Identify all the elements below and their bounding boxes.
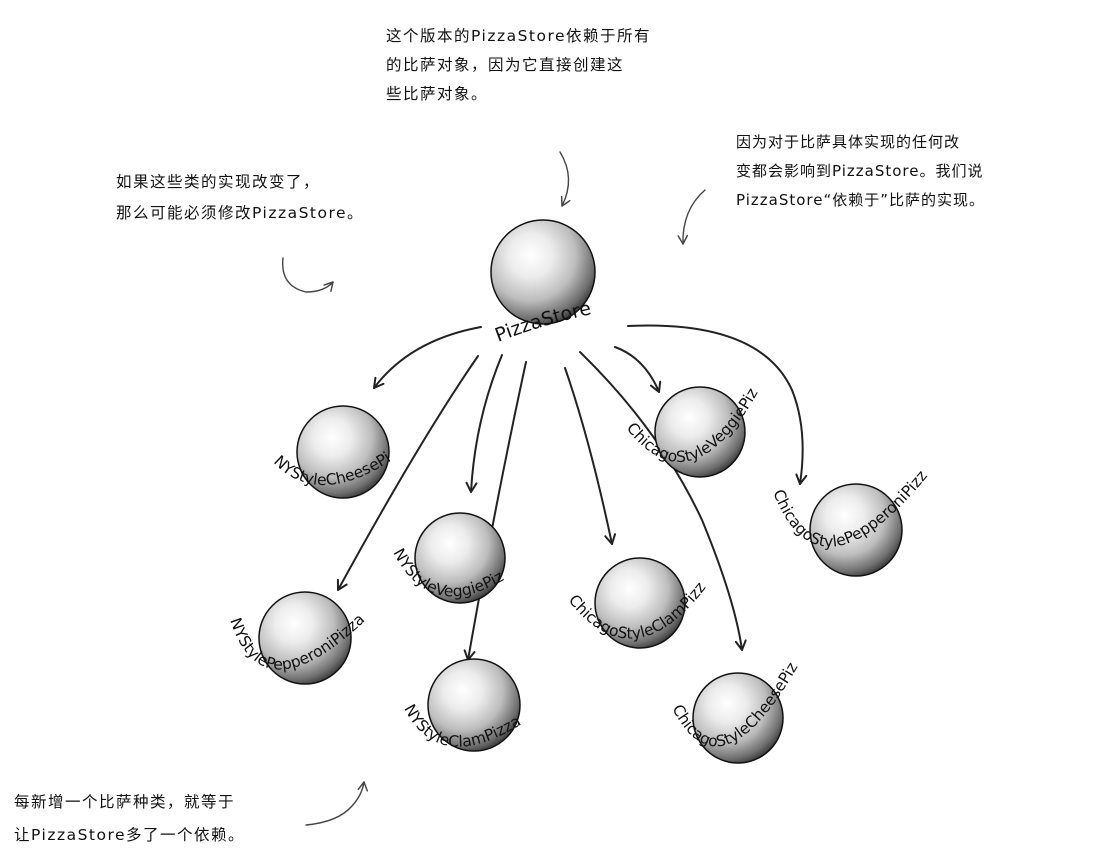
- note-line: 的比萨对象，因为它直接创建这: [386, 56, 625, 74]
- arrow-to-ny-clam: [463, 361, 527, 661]
- bottom-note-pointer: [305, 781, 369, 826]
- note-line: 些比萨对象。: [386, 85, 489, 103]
- note-left: 如果这些类的实现改变了， 那么可能必须修改PizzaStore。: [116, 167, 364, 229]
- pizza-sphere: [414, 512, 506, 604]
- pizza-sphere: [427, 658, 521, 752]
- left-note-pointer: [282, 257, 334, 293]
- note-line: 变都会影响到PizzaStore。我们说: [736, 162, 984, 180]
- pizza-sphere: [296, 405, 390, 499]
- arrow-to-chicago-pepperoni: [627, 324, 808, 485]
- dependency-arrows: [336, 324, 808, 661]
- pizza-sphere: [594, 557, 686, 649]
- note-pointers: [282, 151, 706, 826]
- note-line: 那么可能必须修改PizzaStore。: [116, 204, 365, 222]
- arrow-to-ny-pepperoni: [336, 355, 479, 591]
- pizza-sphere: [654, 386, 746, 478]
- pizza-sphere: [692, 672, 784, 764]
- pizza-node-chicago-cheese: ChicagoStyleCheesePizza: [0, 0, 801, 764]
- pizza-label-chicago-cheese: ChicagoStyleCheesePizza: [0, 0, 801, 751]
- arrow-to-ny-veggie: [465, 354, 503, 493]
- right-note-pointer: [677, 189, 706, 245]
- note-line: 每新增一个比萨种类，就等于: [14, 793, 236, 811]
- pizza-node-ny-pepperoni: NYStylePepperoniPizza: [226, 591, 368, 685]
- note-right: 因为对于比萨具体实现的任何改 变都会影响到PizzaStore。我们说 Pizz…: [736, 128, 985, 215]
- arrow-to-chicago-veggie: [614, 346, 662, 393]
- note-line: 因为对于比萨具体实现的任何改: [736, 133, 961, 151]
- pizza-sphere: [258, 591, 352, 685]
- note-line: 这个版本的PizzaStore依赖于所有: [386, 27, 652, 45]
- note-line: PizzaStore“依赖于”比萨的实现。: [736, 191, 986, 209]
- svg-text:ChicagoStyleCheesePizza: ChicagoStyleCheesePizza: [0, 0, 801, 751]
- note-top: 这个版本的PizzaStore依赖于所有 的比萨对象，因为它直接创建这 些比萨对…: [386, 22, 651, 109]
- arrow-to-chicago-clam: [564, 367, 617, 545]
- pizza-node-ny-cheese: NYStyleCheesePizza: [0, 0, 394, 499]
- pizza-store-sphere: [490, 219, 596, 325]
- note-line: 如果这些类的实现改变了，: [116, 173, 321, 191]
- note-bottom: 每新增一个比萨种类，就等于 让PizzaStore多了一个依赖。: [14, 786, 245, 852]
- note-line: 让PizzaStore多了一个依赖。: [14, 826, 246, 844]
- top-note-pointer: [559, 151, 571, 207]
- pizza-store-node: PizzaStore: [490, 219, 596, 347]
- arrow-to-ny-cheese: [373, 326, 482, 389]
- pizza-sphere: [809, 483, 903, 577]
- pizza-node-ny-clam: NYStyleClamPizza: [400, 658, 524, 752]
- arrow-to-chicago-cheese: [579, 351, 747, 651]
